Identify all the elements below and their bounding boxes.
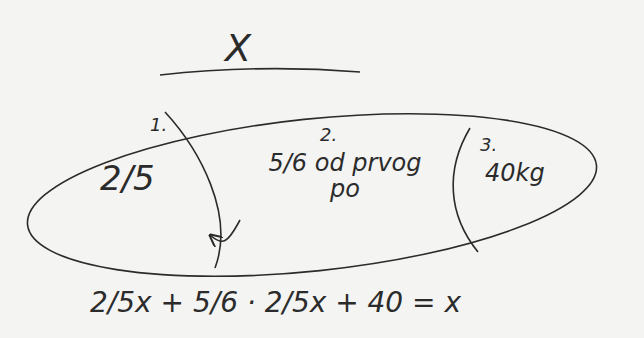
divider-line	[165, 112, 221, 268]
fraction: 2/5	[100, 160, 155, 197]
oval-region: 1. 2/5	[50, 100, 210, 250]
oval-region: 3. 40kg	[465, 110, 585, 230]
bracket-arc	[160, 69, 360, 75]
region-note: 5/6 od prvog po	[250, 150, 440, 203]
region-number: 2.	[320, 125, 337, 145]
oval-region: 2. 5/6 od prvog po	[240, 100, 460, 250]
region-number: 3.	[480, 135, 497, 155]
oval	[20, 90, 605, 301]
equation: 2/5x + 5/6 · 2/5x + 40 = x	[90, 288, 461, 319]
curved-arrow	[210, 220, 240, 241]
variable-label: X	[225, 28, 251, 70]
weight: 40kg	[485, 160, 545, 186]
region-number: 1.	[150, 115, 167, 135]
whole-oval: X 1. 2/5 2. 5/6 od prvog po 3. 40kg	[20, 20, 610, 285]
divider-line	[453, 128, 478, 252]
